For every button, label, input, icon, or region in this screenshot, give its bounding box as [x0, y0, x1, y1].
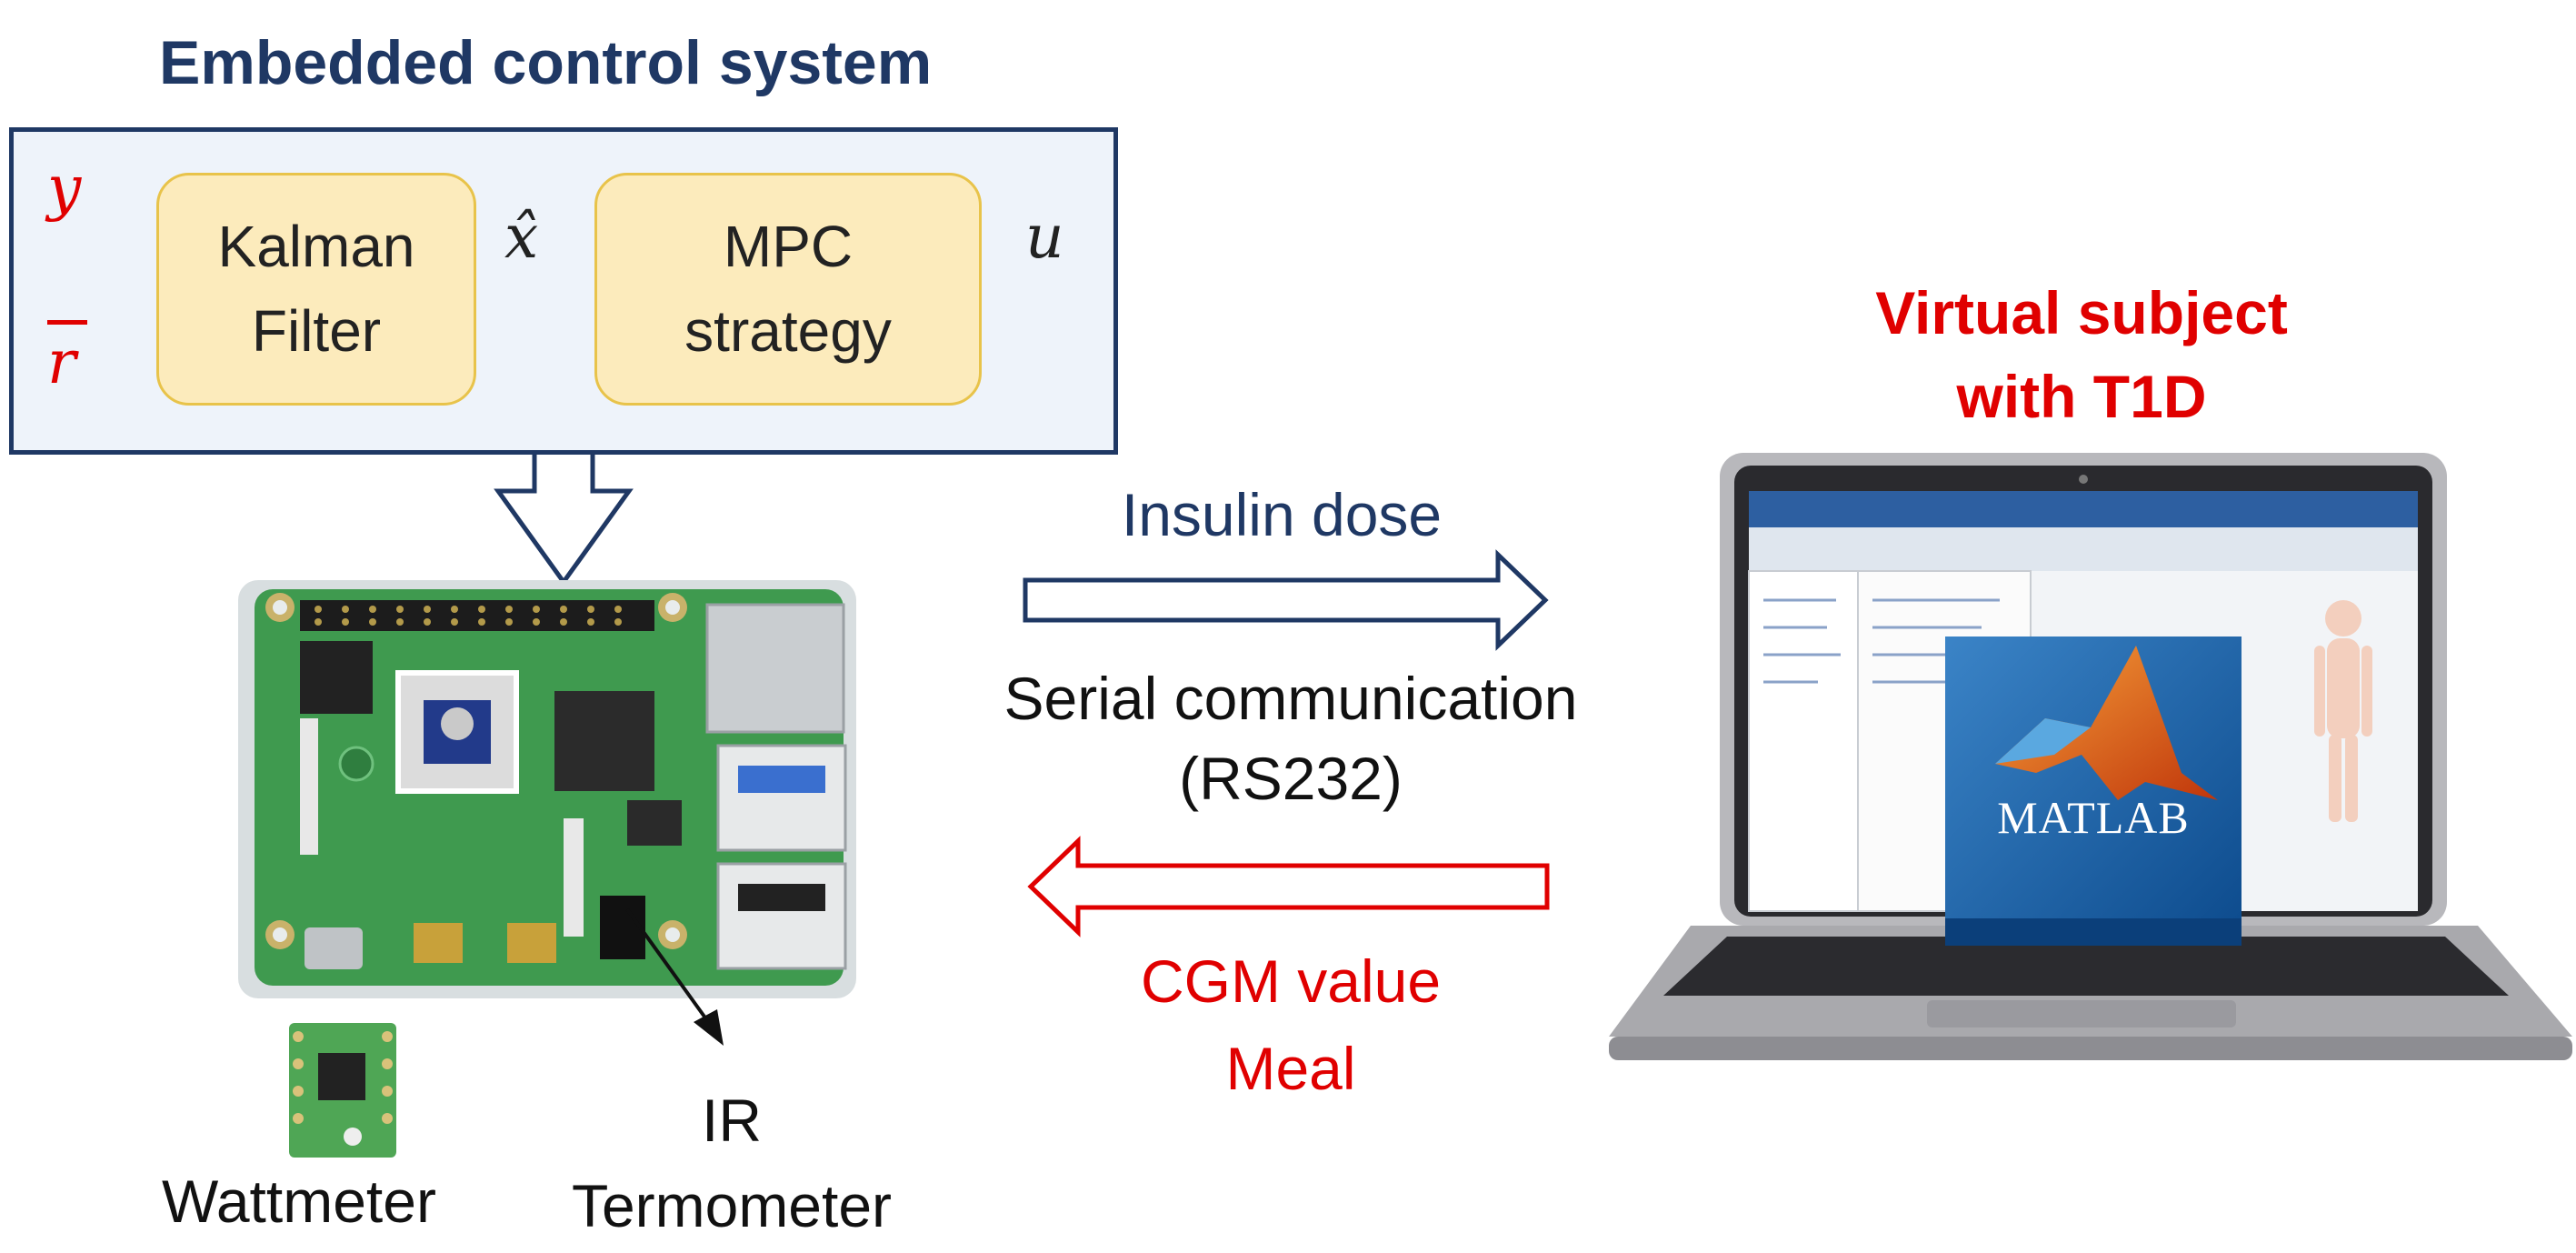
virtual-subject-line1: Virtual subject	[1875, 279, 2288, 346]
matlab-wordmark: MATLAB	[1997, 792, 2190, 843]
ir-thermometer-label: IR Termometer	[536, 1078, 927, 1248]
r-bar-mark	[47, 320, 87, 325]
raspberry-pi-board	[238, 580, 856, 998]
mpc-strategy-block: MPC strategy	[594, 173, 982, 406]
deploy-down-arrow	[494, 455, 634, 586]
ir-line2: Termometer	[571, 1171, 893, 1239]
matlab-logo	[1945, 637, 2242, 946]
ir-thermometer-pointer	[625, 907, 724, 1046]
meal-line: Meal	[1225, 1034, 1356, 1102]
state-estimate-label: x̂	[504, 202, 539, 272]
kalman-line2: Filter	[251, 298, 382, 364]
input-y-label: y	[47, 153, 82, 223]
cgm-meal-arrow	[1027, 836, 1550, 937]
cgm-value-line: CGM value	[1140, 947, 1442, 1015]
output-u-label: u	[1025, 202, 1064, 272]
input-r-label: r	[47, 327, 76, 397]
mpc-line1: MPC	[723, 214, 854, 280]
kalman-line1: Kalman	[217, 214, 415, 280]
wattmeter-label: Wattmeter	[162, 1168, 436, 1235]
serial-comm-line2: (RS232)	[1179, 745, 1403, 812]
serial-comm-line1: Serial communication	[1003, 665, 1578, 732]
virtual-subject-line2: with T1D	[1956, 363, 2207, 431]
kalman-filter-block: Kalman Filter	[156, 173, 476, 406]
insulin-dose-label: Insulin dose	[1121, 481, 1443, 548]
insulin-dose-arrow	[1023, 549, 1549, 651]
embedded-system-title: Embedded control system	[159, 28, 933, 97]
cgm-meal-label: CGM value Meal	[1045, 938, 1536, 1112]
mpc-line2: strategy	[684, 298, 892, 364]
wattmeter-module	[289, 1023, 396, 1158]
serial-comm-label: Serial communication (RS232)	[945, 664, 1636, 813]
virtual-subject-label: Virtual subject with T1D	[1754, 271, 2409, 439]
ir-line1: IR	[702, 1087, 762, 1154]
